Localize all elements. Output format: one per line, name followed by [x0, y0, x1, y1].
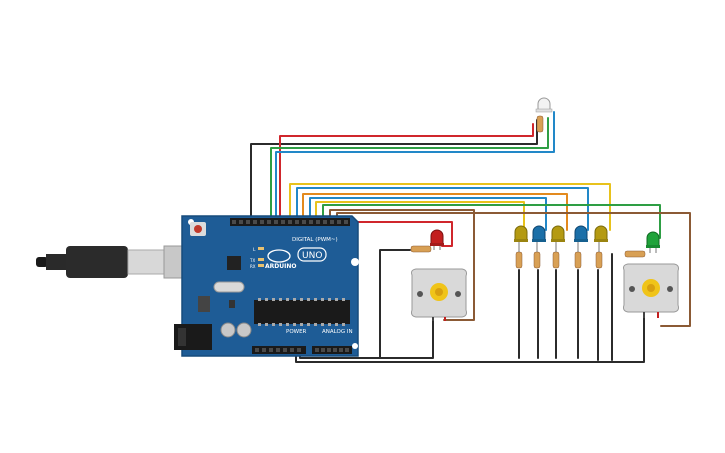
- wire-yellow-2[interactable]: [315, 201, 525, 231]
- blue-led-2[interactable]: [574, 225, 588, 242]
- resistor[interactable]: [595, 251, 603, 269]
- capacitor: [220, 322, 236, 338]
- resistor[interactable]: [536, 115, 544, 133]
- led-tx-label: TX: [249, 258, 255, 263]
- led-l-label: L: [253, 247, 256, 253]
- wire-ground-2[interactable]: [379, 249, 411, 359]
- arduino-board[interactable]: DIGITAL (PWM~) ARDUINO UNO L TX RX: [174, 215, 359, 357]
- mount-hole: [352, 343, 358, 349]
- model-badge: [297, 247, 327, 262]
- wire-green-rgb[interactable]: [270, 117, 549, 221]
- analog-header-label: ANALOG IN: [322, 329, 353, 335]
- resistor[interactable]: [533, 251, 541, 269]
- wire-red-led[interactable]: [345, 221, 453, 247]
- blue-led-1[interactable]: [532, 225, 546, 242]
- dc-motor-2[interactable]: [623, 263, 679, 318]
- rgb-led[interactable]: [535, 97, 553, 133]
- wire-yellow-1[interactable]: [289, 183, 611, 231]
- model-label: UNO: [302, 251, 322, 261]
- yellow-led-2[interactable]: [551, 225, 565, 242]
- usb-chip: [227, 256, 241, 270]
- wire-brown-1[interactable]: [329, 209, 475, 321]
- dc-motor-1[interactable]: [411, 268, 467, 321]
- wire-blue-rgb[interactable]: [275, 111, 555, 221]
- resistor[interactable]: [552, 251, 560, 269]
- led-rx-label: RX: [250, 264, 256, 269]
- resistor[interactable]: [624, 250, 646, 258]
- wire-green-2[interactable]: [322, 204, 661, 239]
- analog-header: [312, 346, 352, 354]
- power-header-label: POWER: [286, 329, 307, 335]
- crystal: [213, 281, 245, 293]
- regulator: [198, 296, 210, 312]
- capacitor: [236, 322, 252, 338]
- wire-green-1[interactable]: [296, 187, 589, 231]
- brand-label: ARDUINO: [265, 263, 296, 270]
- resistor[interactable]: [515, 251, 523, 269]
- yellow-led-3[interactable]: [594, 225, 608, 242]
- atmega-chip: [254, 300, 350, 324]
- arduino-logo-icon: [267, 249, 291, 263]
- mount-hole: [351, 258, 359, 266]
- resistor[interactable]: [574, 251, 582, 269]
- green-led[interactable]: [646, 231, 660, 253]
- wire-red-rgb[interactable]: [279, 123, 534, 221]
- red-led[interactable]: [430, 229, 444, 250]
- wire-black-rgb[interactable]: [250, 119, 538, 221]
- resistor[interactable]: [410, 245, 432, 253]
- yellow-led-1[interactable]: [514, 225, 528, 242]
- digital-header-label: DIGITAL (PWM~): [292, 237, 338, 243]
- led-row: [514, 225, 608, 269]
